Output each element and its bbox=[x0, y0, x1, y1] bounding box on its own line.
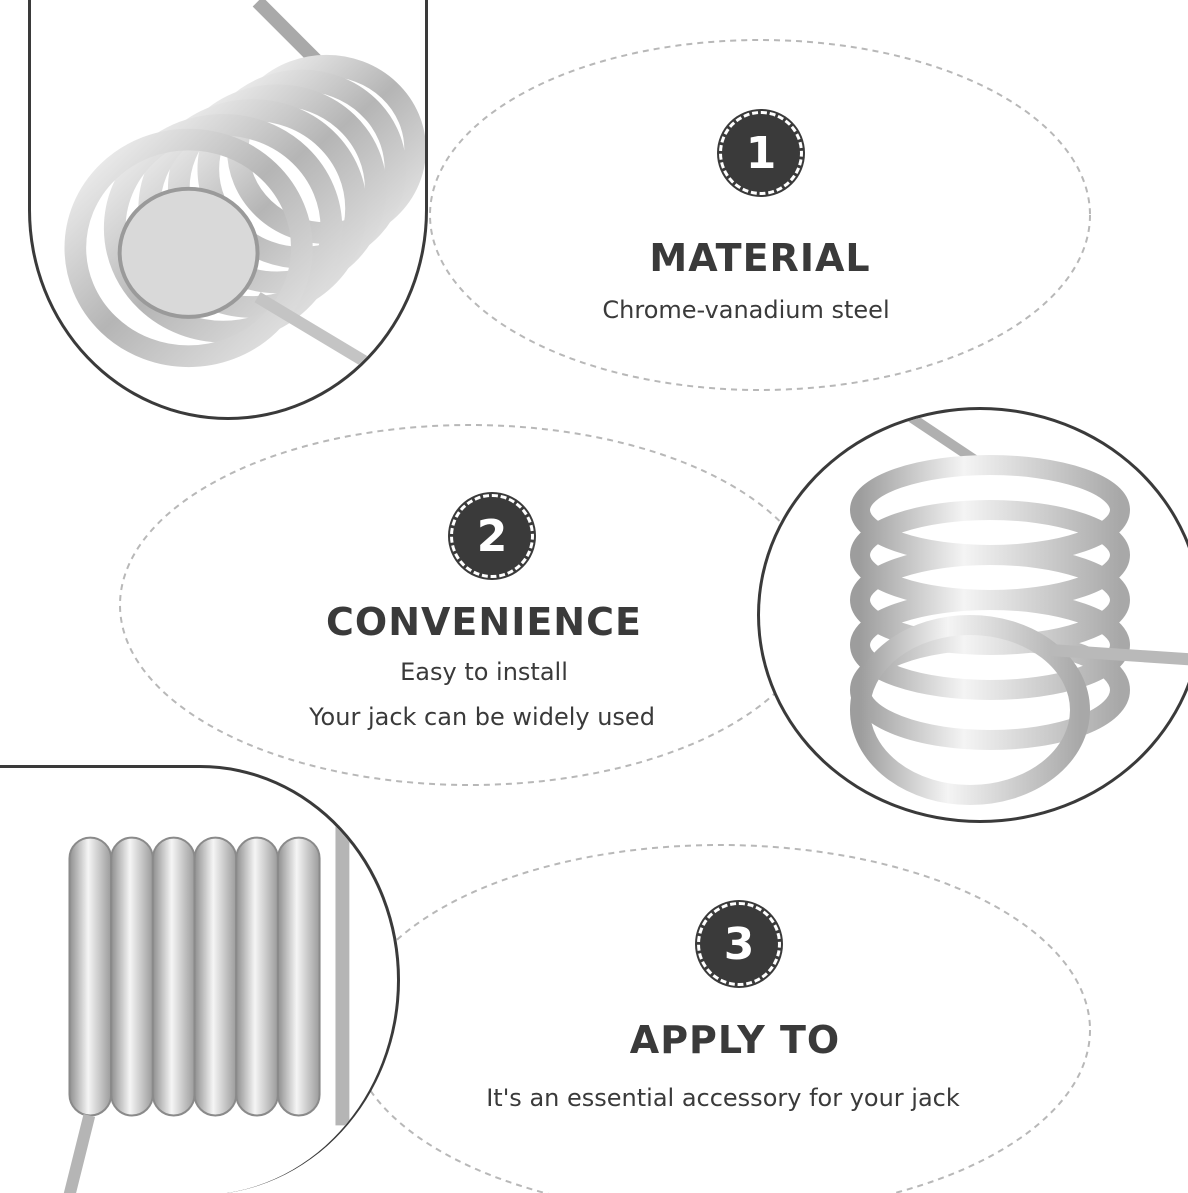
spring-coil-icon bbox=[850, 410, 1188, 805]
spring-coil-icon bbox=[63, 807, 350, 1193]
number-badge-3: 3 bbox=[697, 902, 781, 986]
spring-photo-3 bbox=[0, 765, 400, 1193]
feature-title-apply-to: APPLY TO bbox=[629, 1018, 841, 1062]
number-badge-2: 2 bbox=[450, 494, 534, 578]
feature-desc-convenience-line2: Your jack can be widely used bbox=[309, 703, 655, 731]
ellipse-outline-1 bbox=[429, 39, 1091, 391]
number-badge-1: 1 bbox=[719, 111, 803, 195]
spring-photo-2 bbox=[760, 410, 1188, 820]
spring-coil-icon bbox=[64, 0, 425, 391]
feature-title-convenience: CONVENIENCE bbox=[326, 600, 642, 644]
spring-photo-1 bbox=[28, 0, 428, 420]
feature-desc-material: Chrome-vanadium steel bbox=[602, 296, 890, 324]
feature-desc-apply-to: It's an essential accessory for your jac… bbox=[486, 1084, 960, 1112]
feature-desc-convenience-line1: Easy to install bbox=[400, 658, 568, 686]
feature-title-material: MATERIAL bbox=[649, 236, 871, 280]
